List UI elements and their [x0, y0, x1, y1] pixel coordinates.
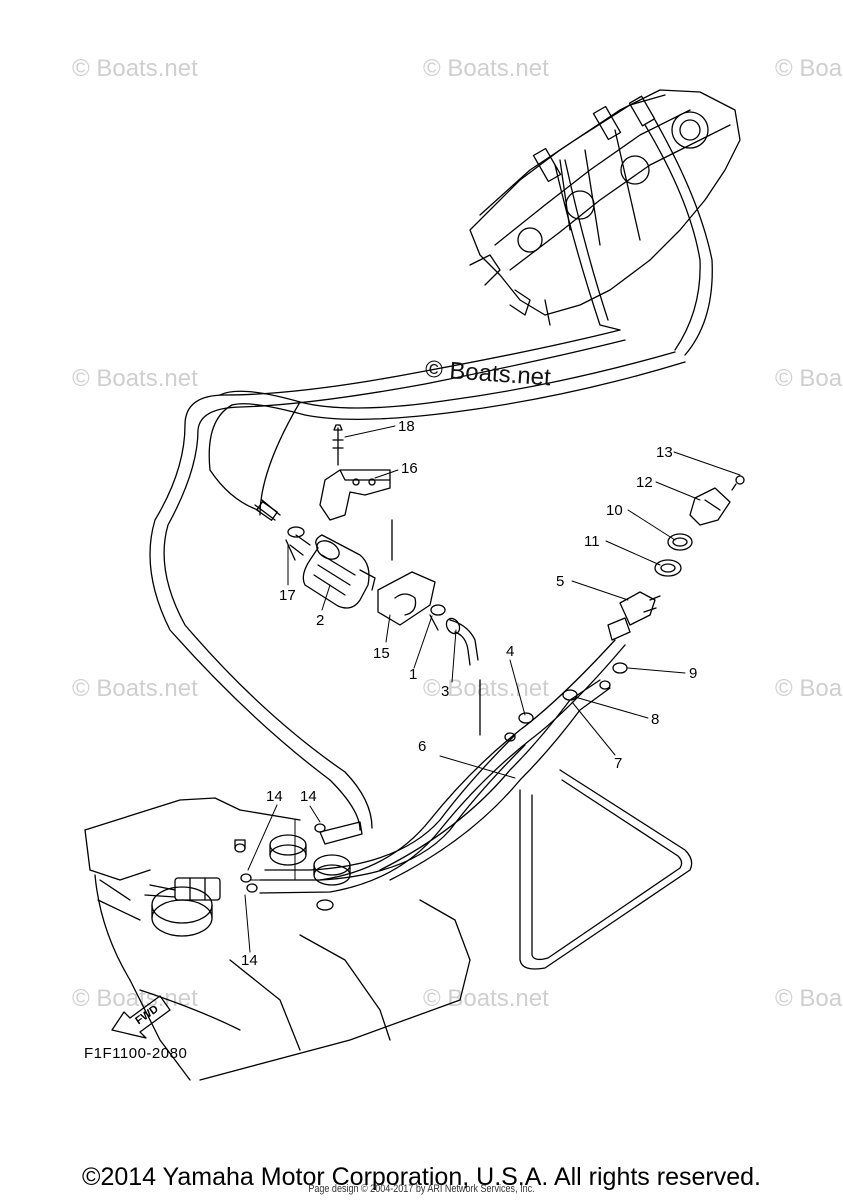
fuel-hoses [149, 329, 686, 845]
callout-9: 9 [689, 665, 698, 682]
callout-5: 5 [556, 573, 565, 590]
callout-1: 1 [409, 666, 418, 683]
watermark: © Boa [775, 985, 843, 1012]
callout-14: 14 [266, 788, 283, 805]
callout-18: 18 [398, 418, 415, 435]
watermark: © Boats.net [72, 365, 198, 392]
diagram-code: F1F1100-2080 [84, 1045, 188, 1062]
callout-11: 11 [584, 533, 600, 550]
callout-16: 16 [401, 460, 418, 477]
watermark: © Boats.net [423, 985, 549, 1012]
callout-4: 4 [506, 643, 515, 660]
page-design-credit: Page design © 2004-2017 by ARI Network S… [308, 1183, 535, 1195]
callout-7: 7 [614, 755, 623, 772]
filler-neck [607, 475, 745, 641]
callout-3: 3 [441, 683, 450, 700]
watermark: © Boats.net [423, 55, 549, 82]
callout-14: 14 [300, 788, 317, 805]
callout-8: 8 [651, 711, 660, 728]
callout-2: 2 [316, 612, 325, 629]
callout-13: 13 [656, 444, 673, 461]
callout-17: 17 [279, 587, 296, 604]
copyright: ©2014 Yamaha Motor Corporation, U.S.A. A… [82, 1163, 761, 1191]
watermark: © Boats.net [72, 675, 198, 702]
vent-hoses [259, 639, 693, 970]
watermark: © Boats.net [72, 55, 198, 82]
callout-6: 6 [418, 738, 427, 755]
filter-holder [377, 519, 436, 626]
watermark: © Boa [775, 55, 843, 82]
leader-lines [244, 425, 741, 953]
engine-block [469, 89, 741, 356]
fwd-label: FWD [133, 1003, 160, 1027]
hose-clamp [429, 604, 479, 666]
fuel-filter [285, 526, 376, 609]
fwd-arrow-icon [111, 995, 171, 1039]
callout-15: 15 [373, 645, 390, 662]
watermark: © Boa [775, 675, 843, 702]
fuel-filter-bracket [319, 424, 391, 521]
watermark: © Boats.net [423, 675, 549, 702]
watermark: © Boa [775, 365, 843, 392]
callout-12: 12 [636, 474, 653, 491]
callout-14: 14 [241, 952, 258, 969]
callout-10: 10 [606, 502, 623, 519]
fuel-tank [84, 797, 471, 1081]
